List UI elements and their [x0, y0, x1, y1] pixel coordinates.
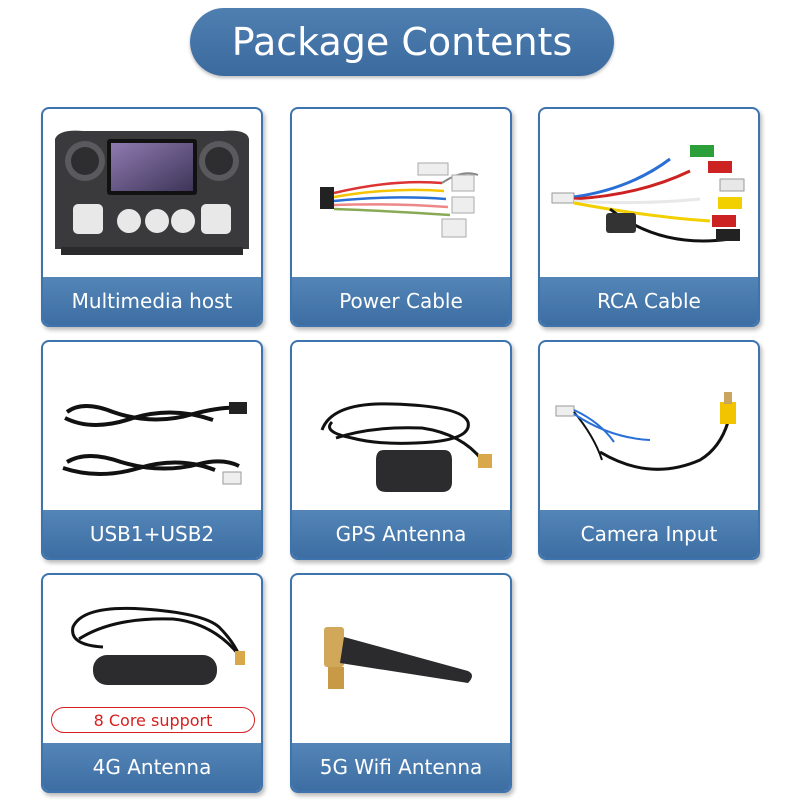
4g-antenna-icon	[71, 606, 245, 685]
item-label: 5G Wifi Antenna	[292, 743, 510, 791]
item-label: USB1+USB2	[43, 510, 261, 558]
item-label: GPS Antenna	[292, 510, 510, 558]
item-card-usb1-usb2: USB1+USB2	[41, 340, 263, 560]
item-card-4g-antenna: 8 Core support 4G Antenna	[41, 573, 263, 793]
wifi-antenna-icon	[324, 627, 472, 689]
gps-antenna-icon	[320, 402, 492, 492]
item-label: Camera Input	[540, 510, 758, 558]
item-card-power-cable: Power Cable	[290, 107, 512, 327]
head-unit-icon	[55, 130, 249, 255]
item-label: Multimedia host	[43, 277, 261, 325]
usb-cables-icon	[62, 402, 247, 485]
page-title: Package Contents	[190, 8, 614, 76]
rca-cable-icon	[551, 145, 745, 243]
power-cable-icon	[320, 162, 479, 238]
camera-input-cable-icon	[555, 392, 736, 471]
item-card-5g-wifi-antenna: 5G Wifi Antenna	[290, 573, 512, 793]
item-label: 4G Antenna	[43, 743, 261, 791]
feature-badge: 8 Core support	[51, 707, 255, 733]
item-card-multimedia-host: Multimedia host	[41, 107, 263, 327]
item-card-rca-cable: RCA Cable	[538, 107, 760, 327]
item-label: RCA Cable	[540, 277, 758, 325]
item-card-camera-input: Camera Input	[538, 340, 760, 560]
item-card-gps-antenna: GPS Antenna	[290, 340, 512, 560]
item-label: Power Cable	[292, 277, 510, 325]
